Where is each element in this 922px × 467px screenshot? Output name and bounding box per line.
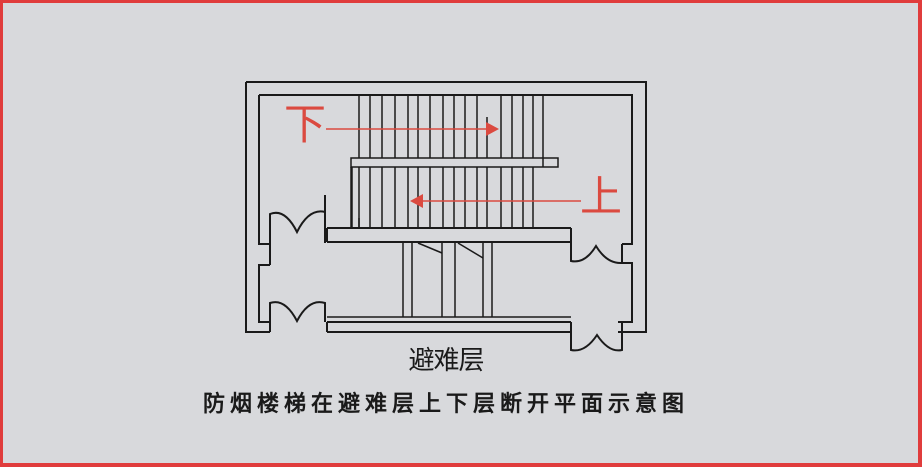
right-door-lower xyxy=(570,322,623,352)
left-door-upper xyxy=(269,195,326,265)
upper-stair-flight xyxy=(358,95,544,158)
floor-label: 避难层 xyxy=(408,346,484,376)
corridor-doors xyxy=(327,242,571,318)
arrow-right-icon xyxy=(486,122,499,136)
diagram-title: 防烟楼梯在避难层上下层断开平面示意图 xyxy=(202,391,689,417)
label-down: 下 xyxy=(284,100,327,149)
left-door-lower xyxy=(269,301,326,332)
stair-landing xyxy=(350,157,559,168)
lower-stair-flight xyxy=(351,167,534,228)
arrow-down-direction xyxy=(326,122,499,136)
outer-wall xyxy=(245,81,647,333)
label-up: 上 xyxy=(580,172,623,221)
inner-wall xyxy=(258,94,633,332)
right-door-upper xyxy=(570,242,623,265)
arrow-left-icon xyxy=(410,194,423,208)
arrow-up-direction xyxy=(410,194,581,208)
